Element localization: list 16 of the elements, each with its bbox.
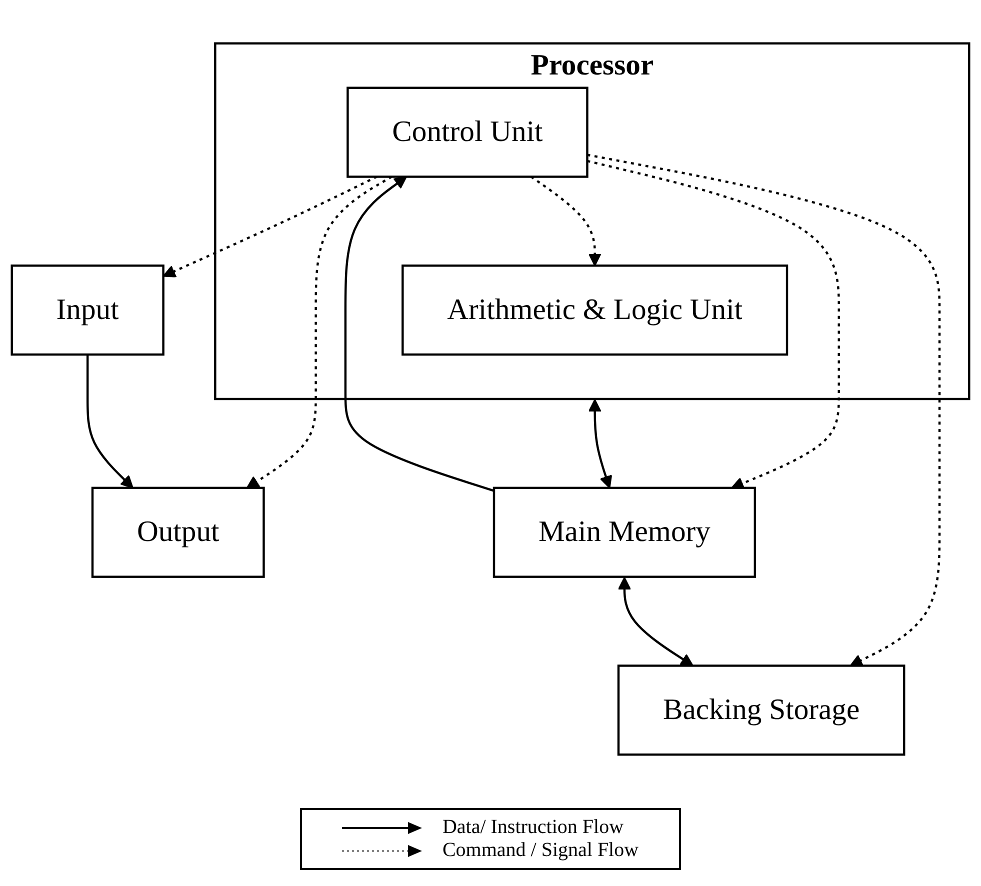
arrow [162, 176, 378, 278]
arrow [86, 354, 134, 488]
node-box: Output [91, 486, 265, 578]
node-box: Input [10, 264, 164, 356]
arrow [588, 399, 612, 488]
node-box: Control Unit [346, 86, 588, 178]
arrow [587, 154, 941, 666]
legend-text: Command / Signal Flow [442, 839, 639, 862]
node-box: Backing Storage [617, 664, 906, 756]
legend-text: Data/ Instruction Flow [442, 816, 624, 839]
node-box: Arithmetic & Logic Unit [402, 264, 788, 356]
arrow [246, 176, 392, 488]
node-box: Main Memory [492, 486, 756, 578]
arrow [618, 576, 694, 666]
arrow [344, 176, 494, 492]
arrow [530, 176, 602, 266]
